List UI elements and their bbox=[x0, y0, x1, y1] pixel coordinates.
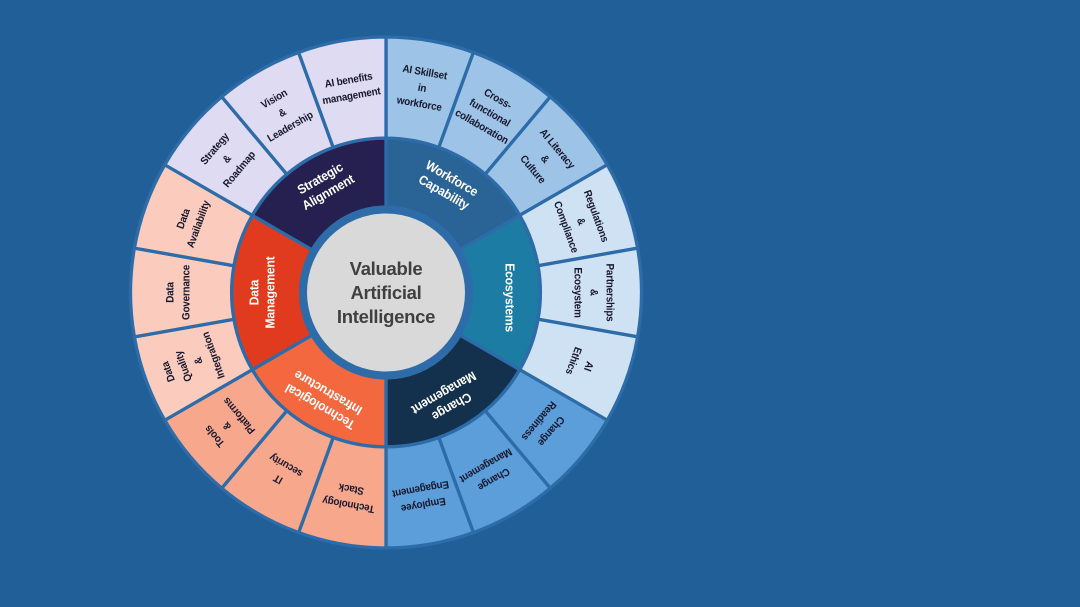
svg-text:Ecosystems: Ecosystems bbox=[502, 263, 516, 332]
svg-text:Partnerships&Ecosystem: Partnerships&Ecosystem bbox=[571, 264, 614, 322]
